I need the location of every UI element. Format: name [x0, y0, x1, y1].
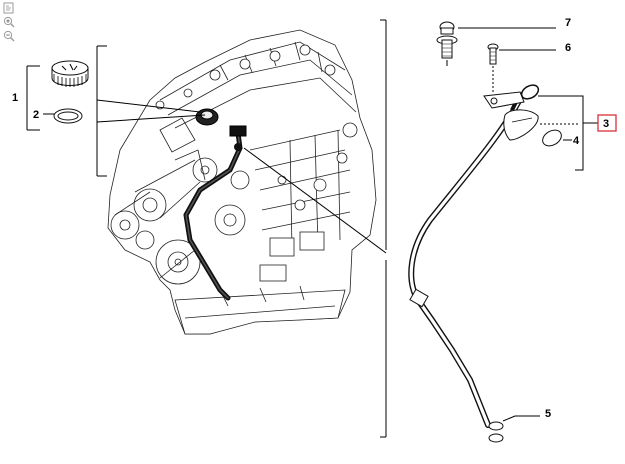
leader-cap [96, 99, 201, 113]
o-ring-part [542, 129, 562, 147]
leader-dipstick [243, 147, 387, 254]
group-frame-left [96, 45, 107, 177]
callout-4[interactable]: 4 [573, 135, 580, 147]
fit-page-icon[interactable] [3, 2, 15, 14]
callout-3[interactable]: 3 [603, 118, 609, 130]
small-bolt-part [487, 43, 499, 92]
group-frame-right [380, 19, 387, 438]
tip-seal-part [488, 421, 504, 443]
zoom-out-icon[interactable] [3, 30, 15, 42]
callout-2[interactable]: 2 [33, 109, 39, 121]
callout-5[interactable]: 5 [545, 408, 551, 420]
bracket-1-ends [27, 65, 40, 131]
stud-bolt-part [436, 21, 458, 66]
oil-filler-neck [195, 108, 219, 126]
callout-1[interactable]: 1 [12, 92, 18, 104]
callout-3-highlight-box [597, 114, 617, 132]
seal-ring-part [53, 108, 83, 124]
bracket-3 [538, 95, 584, 171]
callout-7[interactable]: 7 [565, 17, 571, 29]
dipstick-tube-part [408, 84, 540, 428]
leader-5 [502, 415, 540, 422]
oil-cap-part [51, 60, 89, 87]
callout-6[interactable]: 6 [565, 42, 571, 54]
dipstick-tube-on-engine [183, 125, 247, 301]
engine-block [107, 29, 377, 335]
zoom-in-icon[interactable] [3, 16, 15, 28]
leader-filler [96, 114, 206, 123]
